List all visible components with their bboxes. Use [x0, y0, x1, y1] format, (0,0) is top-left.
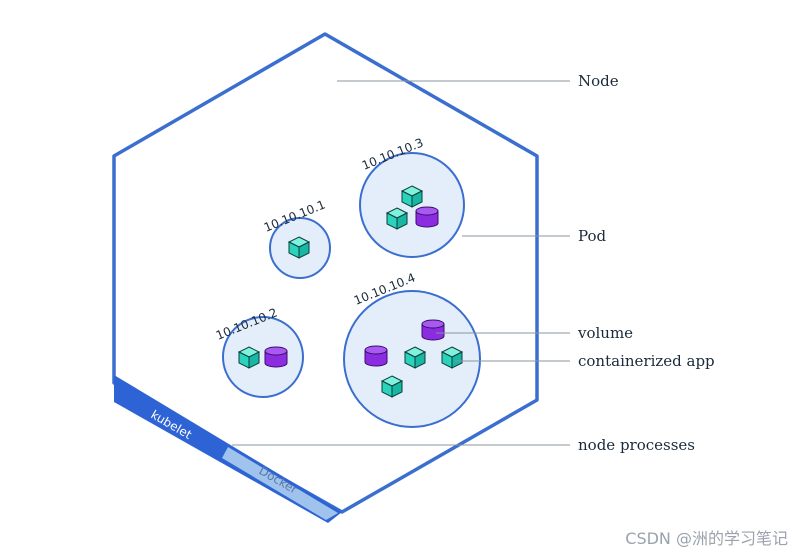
container-cube-icon — [386, 207, 408, 230]
watermark: CSDN @洲的学习笔记 — [625, 529, 788, 548]
callout-lines — [232, 80, 570, 446]
container-cube-icon — [238, 346, 260, 369]
container-cube-icon — [288, 236, 310, 259]
volume-cylinder-icon — [415, 206, 439, 228]
containerized-app-label: containerized app — [578, 352, 715, 370]
container-cube-icon — [401, 185, 423, 208]
docker-band — [222, 447, 338, 520]
container-cube-icon — [404, 346, 426, 369]
volume-cylinder-icon — [364, 345, 388, 367]
pod-label: Pod — [578, 227, 607, 245]
node-label: Node — [578, 72, 619, 90]
container-cube-icon — [381, 375, 403, 398]
volume-cylinder-icon — [421, 319, 445, 341]
container-cube-icon — [441, 346, 463, 369]
volume-cylinder-icon — [264, 346, 288, 368]
node-hexagon — [112, 32, 539, 514]
volume-label: volume — [577, 324, 633, 342]
node-processes-label: node processes — [578, 436, 695, 454]
